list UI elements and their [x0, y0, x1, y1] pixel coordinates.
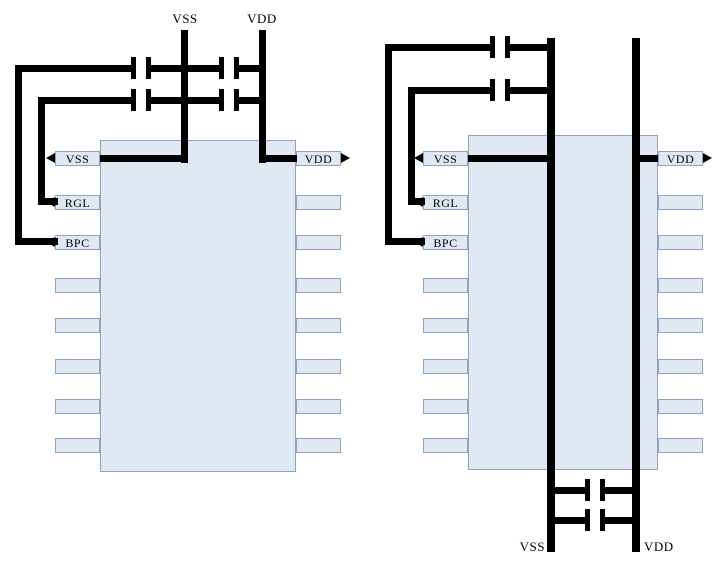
pin [658, 235, 703, 250]
pin [423, 318, 468, 333]
vss-vertical-wire [547, 38, 555, 552]
bpc-vertical-wire [15, 65, 22, 245]
pin-arrow-icon [46, 153, 55, 163]
pin [296, 318, 341, 333]
pin [423, 399, 468, 414]
bottom-rail2-wire [549, 517, 585, 524]
top-rail2-wire [408, 87, 490, 94]
cap-plate [146, 89, 151, 111]
cap-plate [131, 89, 136, 111]
cap-plate [234, 57, 239, 79]
bpc-vertical-wire [385, 44, 392, 245]
pin-arrow-icon [46, 197, 55, 207]
pin-label-vss: VSS [65, 151, 90, 166]
cap-plate [131, 57, 136, 79]
vss-net-label: VSS [172, 11, 198, 26]
top-rail2-wire [151, 97, 219, 104]
pin-arrow-icon [46, 237, 55, 247]
top-rail1-wire [385, 44, 490, 51]
vdd-vertical-wire [632, 38, 640, 552]
cap-plate [585, 509, 590, 531]
pin [55, 359, 100, 374]
vdd-vertical-wire [259, 30, 266, 163]
cap-plate [219, 57, 224, 79]
pin [296, 359, 341, 374]
pin [55, 318, 100, 333]
pin [296, 438, 341, 453]
pin-arrow-icon [703, 153, 712, 163]
cap-plate [600, 479, 605, 501]
ic-body [468, 135, 658, 470]
pin-arrow-icon [414, 237, 423, 247]
vdd-net-label: VDD [644, 539, 674, 554]
pin-bpc: BPC [423, 235, 468, 250]
cap-plate [146, 57, 151, 79]
pin [423, 438, 468, 453]
pin [296, 195, 341, 210]
bpc-stub-wire [15, 238, 58, 245]
pin [55, 438, 100, 453]
cap-plate [600, 509, 605, 531]
vss-pin-wire [468, 155, 555, 162]
pin-label-bpc: BPC [433, 235, 458, 250]
rgl-vertical-wire [38, 97, 45, 205]
cap-plate [505, 79, 510, 101]
pin [423, 278, 468, 293]
top-rail2-wire [510, 87, 555, 94]
vss-vertical-wire [181, 30, 188, 163]
pin [658, 195, 703, 210]
pin [658, 399, 703, 414]
cap-plate [490, 79, 495, 101]
cap-plate [234, 89, 239, 111]
pin-label-vdd: VDD [666, 151, 695, 166]
top-rail2-wire [239, 97, 266, 104]
pin-label-rgl: RGL [64, 195, 91, 210]
top-rail1-wire [151, 65, 219, 72]
vdd-net-label: VDD [247, 11, 277, 26]
top-rail1-wire [239, 65, 266, 72]
pin-label-vss: VSS [433, 151, 458, 166]
pin-label-vdd: VDD [304, 151, 333, 166]
cap-plate [490, 36, 495, 58]
cap-plate [585, 479, 590, 501]
vdd-pin-wire [259, 155, 297, 162]
rgl-vertical-wire [408, 87, 415, 205]
vss-pin-wire [100, 155, 188, 162]
pin-vss: VSS [423, 151, 468, 166]
pin-rgl: RGL [423, 195, 468, 210]
pin [296, 278, 341, 293]
bpc-stub-wire [385, 238, 425, 245]
pin [658, 359, 703, 374]
pin-arrow-icon [414, 197, 423, 207]
pin-vss: VSS [55, 151, 100, 166]
pin-label-bpc: BPC [65, 235, 90, 250]
pin [55, 399, 100, 414]
pin [423, 359, 468, 374]
cap-plate [219, 89, 224, 111]
pin-vdd: VDD [658, 151, 703, 166]
bottom-rail1-wire [549, 487, 585, 494]
bottom-rail2-wire [605, 517, 638, 524]
pin [296, 235, 341, 250]
pin [658, 278, 703, 293]
pin [658, 318, 703, 333]
pin [296, 399, 341, 414]
vss-net-label: VSS [519, 539, 545, 554]
pin-vdd: VDD [296, 151, 341, 166]
pin-arrow-icon [341, 153, 350, 163]
pin-arrow-icon [414, 153, 423, 163]
pin [658, 438, 703, 453]
bottom-rail1-wire [605, 487, 638, 494]
pin-label-rgl: RGL [432, 195, 459, 210]
top-rail1-wire [510, 44, 555, 51]
pin-bpc: BPC [55, 235, 100, 250]
vdd-pin-wire [632, 155, 658, 162]
top-rail2-wire [38, 97, 131, 104]
ic-body [100, 140, 296, 472]
pin [55, 278, 100, 293]
pin-rgl: RGL [55, 195, 100, 210]
cap-plate [505, 36, 510, 58]
top-rail1-wire [15, 65, 131, 72]
